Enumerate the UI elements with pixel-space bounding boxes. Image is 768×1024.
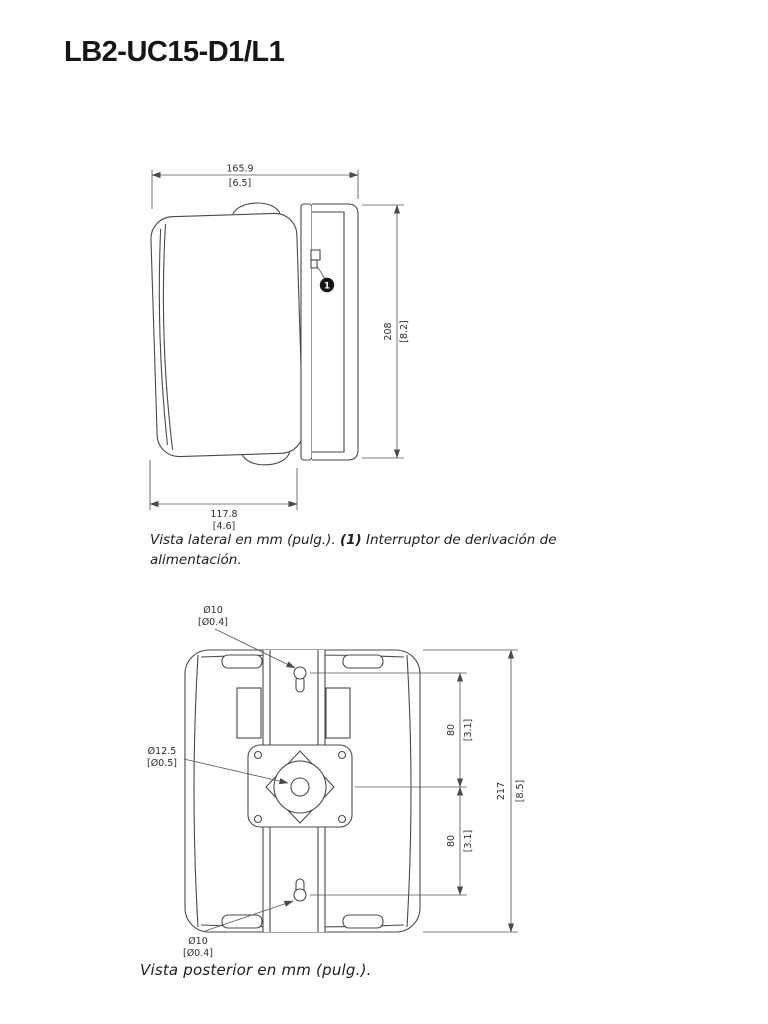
foot-pad-bottom-left — [221, 914, 263, 929]
dim-bracket-height-mm: 208 — [383, 322, 394, 340]
grille-edge-line-2 — [158, 229, 168, 445]
cutout-right — [325, 687, 351, 739]
swivel-bump-top — [231, 202, 281, 216]
bottom-hole-dia: Ø10 — [188, 936, 208, 947]
cabinet-side-curve-left — [193, 654, 199, 928]
foot-pad-top-left — [221, 654, 263, 669]
top-hole-inch: [Ø0.4] — [198, 617, 228, 628]
wall-channel-inner — [312, 211, 345, 453]
cutout-left — [236, 687, 262, 739]
keyhole-top-circle — [293, 666, 307, 680]
upper-spacing-inch: [3.1] — [463, 719, 474, 742]
upper-spacing-mm: 80 — [446, 724, 457, 736]
plate-screw-br — [337, 814, 347, 824]
leader-bottom-hole: Ø10 [Ø0.4] — [183, 900, 294, 959]
speaker-cabinet-side — [150, 202, 359, 466]
side-view-caption: Vista lateral en mm (pulg.). (1) Interru… — [150, 531, 562, 570]
top-hole-dia: Ø10 — [203, 605, 223, 616]
plate-screw-bl — [253, 814, 263, 824]
swivel-bump-bottom — [241, 451, 291, 466]
side-caption-pre: Vista lateral en mm (pulg.). — [150, 532, 340, 548]
callout-1-number: 1 — [324, 282, 330, 292]
ext-lines-holes — [310, 672, 467, 896]
middle-hole-leader-line — [183, 758, 289, 785]
callout-1-bubble — [319, 277, 335, 293]
side-caption-post: Interruptor de derivación de alimentació… — [150, 532, 557, 568]
rear-view-caption: Vista posterior en mm (pulg.). — [140, 961, 372, 979]
dim-overall-height: 217 [8.5] — [423, 649, 526, 933]
plate-screw-tl — [253, 750, 263, 760]
foot-pad-bottom-right — [342, 914, 384, 929]
plate-screw-tr — [337, 750, 347, 760]
page-title: LB2-UC15-D1/L1 — [64, 36, 285, 68]
callout-1-leader — [316, 265, 326, 280]
side-caption-marker: (1) — [339, 532, 362, 548]
bottom-hole-leader-line — [204, 900, 294, 932]
middle-hole — [290, 777, 310, 797]
foot-pad-top-right — [342, 654, 384, 669]
dim-overall-width-mm: 165.9 — [226, 164, 253, 175]
bracket-plate — [300, 203, 313, 461]
power-tap-switch — [310, 249, 321, 261]
power-tap-switch-knob — [310, 259, 318, 269]
leader-middle-hole: Ø12.5 [Ø0.5] — [147, 746, 289, 785]
callout-1: 1 — [316, 265, 335, 293]
dim-overall-width-inch: [6.5] — [229, 178, 252, 189]
keyhole-bottom-circle — [293, 888, 307, 902]
bottom-hole-inch: [Ø0.4] — [183, 948, 213, 959]
middle-hole-dia: Ø12.5 — [148, 746, 177, 757]
dim-hole-spacing: 80 [3.1] 80 [3.1] — [310, 672, 474, 896]
overall-height-mm: 217 — [496, 782, 507, 800]
dim-cabinet-depth-inch: [4.6] — [213, 521, 236, 532]
rear-view-drawing: Ø10 [Ø0.4] Ø12.5 [Ø0.5] Ø10 [Ø0.4] 80 [3… — [147, 605, 526, 959]
leader-top-hole: Ø10 [Ø0.4] — [198, 605, 296, 669]
middle-hole-inch: [Ø0.5] — [147, 758, 177, 769]
top-hole-leader-line — [214, 628, 296, 669]
grille-edge-line — [162, 223, 174, 450]
cabinet-body — [150, 212, 304, 458]
lower-spacing-mm: 80 — [446, 835, 457, 847]
lower-spacing-inch: [3.1] — [463, 830, 474, 853]
dim-cabinet-depth-mm: 117.8 — [210, 509, 237, 520]
dim-cabinet-depth: 117.8 [4.6] — [149, 460, 298, 532]
overall-height-inch: [8.5] — [515, 780, 526, 803]
dim-bracket-height-inch: [8.2] — [399, 320, 410, 343]
side-view-drawing: 165.9 [6.5] 208 [8.2] 117.8 [4.6] 1 — [149, 164, 410, 532]
cabinet-side-curve-right — [406, 654, 412, 928]
ext-lines-bottom — [149, 460, 298, 510]
speaker-cabinet-rear — [184, 649, 421, 933]
ext-lines-overall — [423, 649, 518, 933]
dim-overall-width: 165.9 [6.5] — [151, 164, 359, 209]
wall-channel-outer — [312, 203, 359, 461]
dim-bracket-height: 208 [8.2] — [362, 204, 410, 459]
